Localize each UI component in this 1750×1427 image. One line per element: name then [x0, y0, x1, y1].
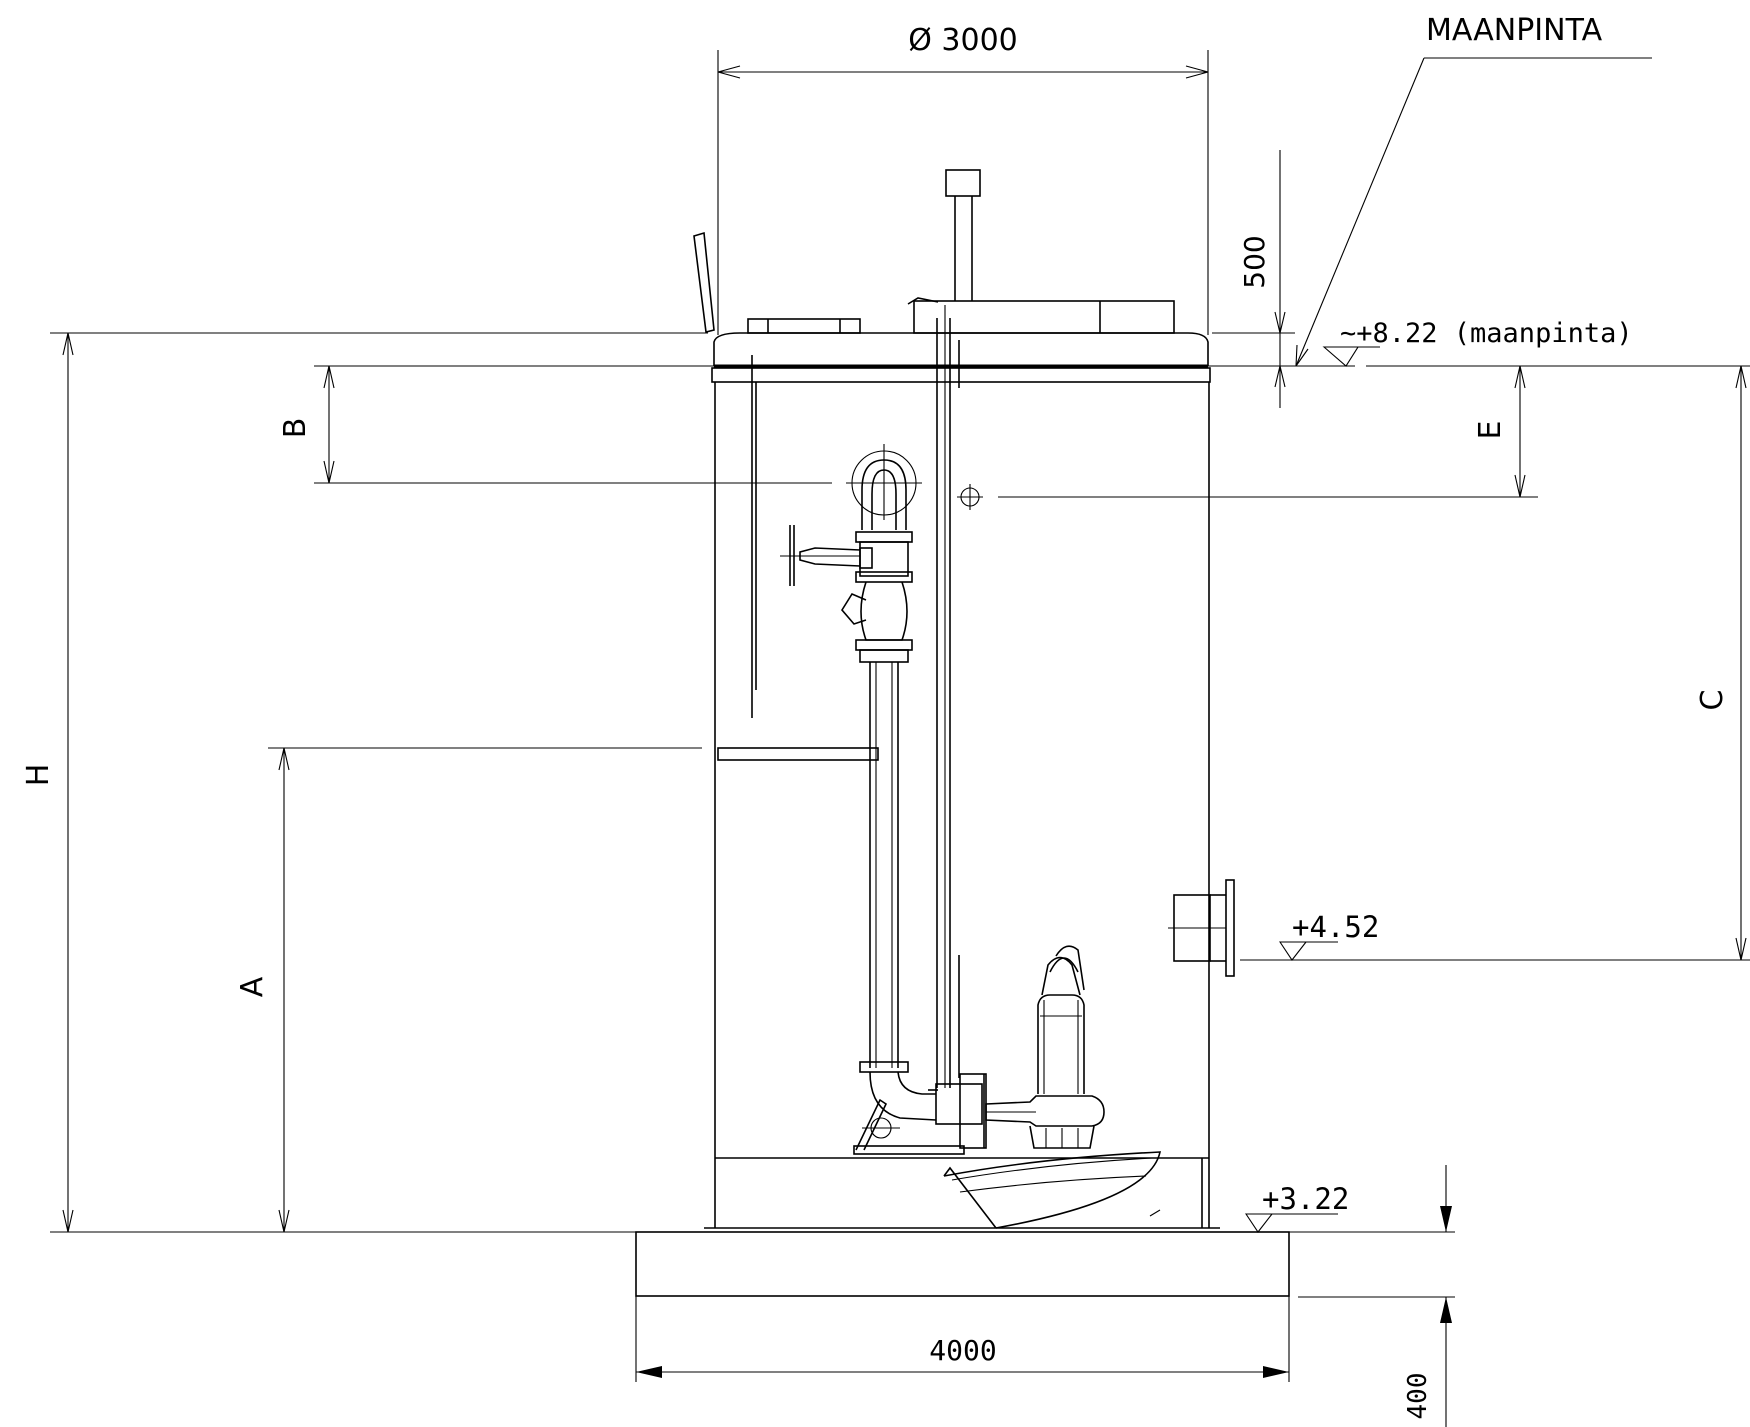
a-dimension: A — [235, 747, 702, 1233]
guide-rails — [751, 305, 960, 1088]
b-label: B — [278, 418, 313, 439]
h-dimension: H — [21, 332, 708, 1233]
h-label: H — [21, 764, 56, 787]
base-thickness-label: 400 — [1403, 1373, 1433, 1420]
diameter-dimension: Ø 3000 — [717, 23, 1209, 335]
e-label: E — [1473, 421, 1508, 440]
benching — [943, 1151, 1210, 1229]
c-label: C — [1695, 690, 1730, 711]
inlet-pipe — [1168, 879, 1235, 977]
e-dimension: E — [998, 365, 1538, 498]
tank-lid — [693, 169, 1211, 383]
ground-level-marker: ~+8.22 (maanpinta) — [1208, 318, 1750, 367]
base-slab — [635, 1231, 1290, 1297]
diameter-label: Ø 3000 — [908, 23, 1018, 58]
ground-title: MAANPINTA — [1426, 13, 1603, 48]
a-label: A — [235, 976, 270, 997]
bottom-level-label: +3.22 — [1262, 1182, 1349, 1216]
tank-body — [704, 382, 1220, 1229]
ground-leader: MAANPINTA — [1295, 13, 1652, 367]
cover-height-dimension: 500 — [1212, 150, 1295, 408]
outlet-level-label: +4.52 — [1292, 910, 1379, 944]
submersible-pump — [985, 945, 1105, 1149]
ground-level-label: ~+8.22 (maanpinta) — [1340, 318, 1633, 349]
cover-height-label: 500 — [1238, 235, 1271, 288]
base-width-label: 4000 — [929, 1334, 996, 1367]
pressure-pipe — [780, 444, 987, 1155]
b-dimension: B — [278, 365, 832, 484]
base-width-dimension: 4000 — [635, 1296, 1290, 1382]
platform — [717, 747, 879, 761]
outlet-level-marker: +4.52 — [1278, 910, 1379, 961]
cable-inlet — [957, 484, 983, 510]
c-dimension: C — [1240, 365, 1750, 961]
base-thickness-dimension: 400 — [1298, 1165, 1455, 1427]
bottom-level-marker: +3.22 — [1244, 1182, 1349, 1233]
